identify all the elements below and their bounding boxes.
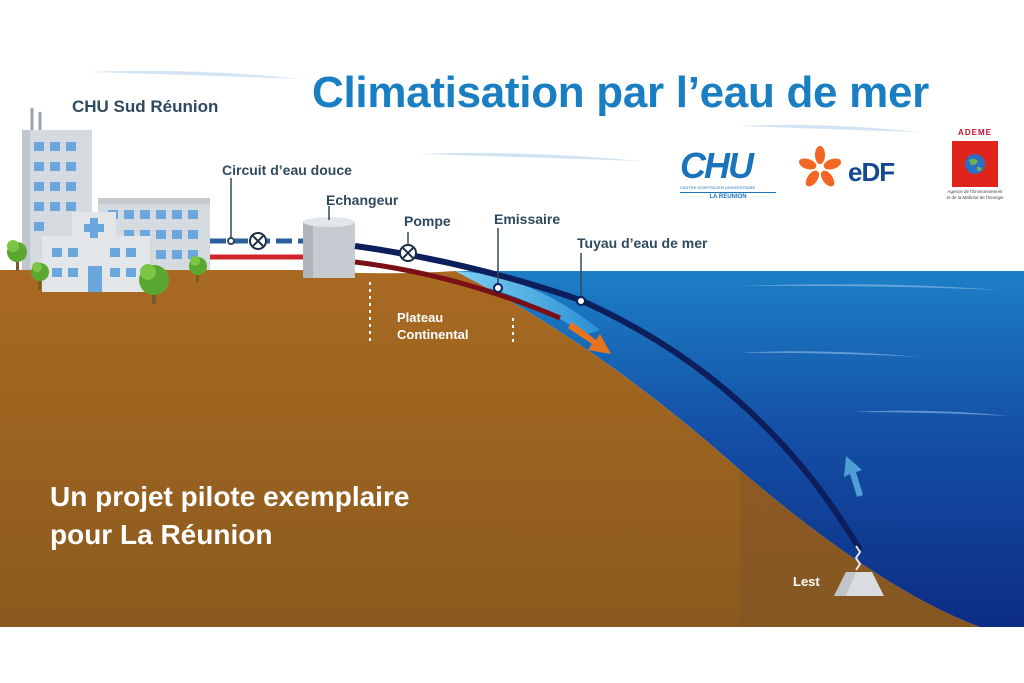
shoal-water — [455, 271, 600, 335]
label-pompe: Pompe — [404, 213, 451, 229]
seawater-intake-pipe — [354, 243, 863, 552]
ground-deep — [740, 470, 980, 627]
ballast-icon — [834, 545, 884, 596]
tree-icon — [7, 240, 207, 304]
label-plateau-line2: Continental — [397, 327, 469, 342]
pump-icon — [399, 244, 417, 262]
ademe-logo-word: ADEME — [958, 128, 992, 137]
ground — [0, 270, 980, 627]
emissaire-marker — [493, 283, 503, 293]
sea-waves — [740, 284, 1010, 416]
edf-logo-word: eDF — [848, 157, 895, 187]
label-lest: Lest — [793, 574, 820, 589]
tagline-line2: pour La Réunion — [50, 519, 273, 550]
label-site: CHU Sud Réunion — [72, 97, 219, 116]
ademe-globe-icon — [952, 141, 998, 187]
tagline-line1: Un projet pilote exemplaire — [50, 481, 410, 512]
edf-flower-icon — [798, 146, 842, 187]
tuyau-marker — [576, 296, 586, 306]
label-echangeur: Echangeur — [326, 192, 399, 208]
chu-logo: CHU CENTRE HOSPITALIER UNIVERSITAIRE LA … — [680, 147, 776, 200]
label-plateau-line1: Plateau — [397, 310, 444, 325]
ademe-logo: ADEME Agence de l’Environnement et de la… — [930, 128, 1020, 201]
label-circuit: Circuit d’eau douce — [222, 162, 352, 178]
label-tuyau: Tuyau d’eau de mer — [577, 235, 708, 251]
label-emissaire: Emissaire — [494, 211, 561, 227]
flow-arrow-icon — [568, 322, 611, 354]
heat-exchanger-icon — [303, 217, 355, 278]
ademe-caption-line2: et de la Maîtrise de l’Energie — [946, 195, 1004, 200]
circuit-marker — [227, 237, 235, 245]
page-title: Climatisation par l’eau de mer — [312, 68, 929, 117]
sky-clouds — [88, 70, 920, 161]
ademe-caption-line1: Agence de l’Environnement — [947, 189, 1003, 194]
flow-arrow-icon — [844, 456, 863, 497]
seawater-return-pipe — [354, 259, 561, 321]
label-plateau: Plateau Continental — [397, 309, 469, 343]
pump-icon — [249, 232, 267, 250]
tagline: Un projet pilote exemplaire pour La Réun… — [50, 478, 409, 554]
sea — [455, 271, 1024, 627]
hospital-icon — [42, 212, 150, 292]
chu-logo-mark: CHU — [680, 145, 754, 186]
chu-logo-small-text: CENTRE HOSPITALIER UNIVERSITAIRE — [680, 185, 756, 190]
edf-logo: eDF — [798, 143, 895, 198]
chu-logo-sub: LA RÉUNION — [680, 192, 776, 200]
